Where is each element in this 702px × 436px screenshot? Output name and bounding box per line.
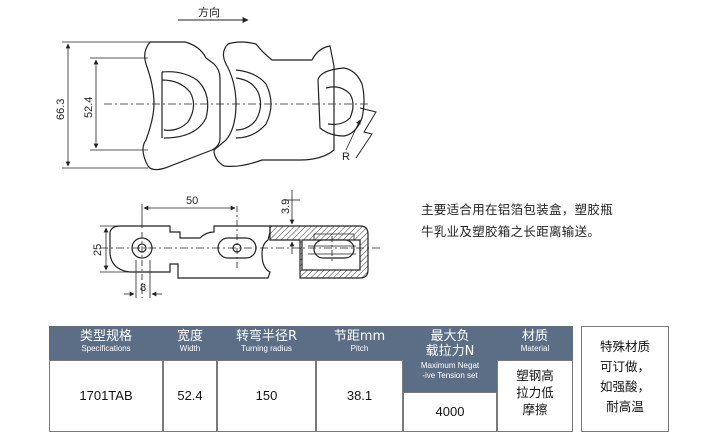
header-material: 材质 Material (497, 326, 574, 360)
header-material-en: Material (520, 344, 550, 353)
header-load-en-1: Maximum Negat (420, 361, 480, 370)
cell-spec: 1701TAB (49, 360, 163, 432)
header-load-zh-2: 载拉力N (425, 344, 475, 359)
dim-r: R (342, 151, 350, 163)
dim-8: 8 (140, 282, 146, 294)
special-line-4: 耐高温 (606, 399, 644, 414)
header-spec-zh: 类型规格 (79, 329, 132, 344)
cell-load: 4000 (403, 392, 497, 432)
header-width-zh: 宽度 (176, 329, 203, 344)
special-line-1: 特殊材质 (599, 339, 650, 354)
cell-pitch: 38.1 (316, 360, 403, 432)
direction-label: 方向 (198, 5, 220, 19)
header-spec-en: Specifications (81, 344, 131, 353)
header-turning: 转弯半径R Turning radius (217, 326, 317, 360)
dim-3-9: 3.9 (280, 199, 292, 214)
material-line-2: 拉力低 (516, 385, 554, 400)
header-load: 最大负 载拉力N Maximum Negat -ive Tension set (403, 326, 498, 392)
cell-width: 52.4 (163, 360, 217, 432)
dim-52-4: 52.4 (83, 97, 95, 118)
cell-turning: 150 (217, 360, 316, 432)
header-turning-zh: 转弯半径R (235, 329, 298, 344)
header-pitch: 节距mm Pitch (316, 326, 404, 360)
dim-25: 25 (92, 244, 104, 256)
description: 主要适合用在铝箔包装盒，塑胶瓶 牛乳业及塑胶箱之长距离输送。 (421, 199, 671, 243)
header-spec: 类型规格 Specifications (49, 326, 164, 360)
header-material-zh: 材质 (521, 329, 548, 344)
material-line-1: 塑钢高 (516, 368, 554, 383)
dim-66-3: 66.3 (55, 99, 67, 120)
special-line-3: 如强酸， (599, 379, 650, 394)
special-note: 特殊材质 可订做， 如强酸， 耐高温 (581, 326, 669, 432)
header-width-en: Width (179, 344, 201, 353)
header-width: 宽度 Width (163, 326, 218, 360)
description-line-1: 主要适合用在铝箔包装盒，塑胶瓶 (421, 202, 614, 217)
description-line-2: 牛乳业及塑胶箱之长距离输送。 (421, 224, 601, 239)
special-line-2: 可订做， (599, 359, 650, 374)
cell-material: 塑钢高 拉力低 摩擦 (497, 360, 573, 432)
material-line-3: 摩擦 (522, 402, 548, 417)
dim-50: 50 (186, 195, 198, 207)
header-load-en-2: -ive Tension set (422, 371, 478, 380)
header-pitch-zh: 节距mm (333, 329, 386, 344)
header-load-zh-1: 最大负 (430, 329, 470, 344)
header-turning-en: Turning radius (241, 344, 292, 353)
header-pitch-en: Pitch (350, 344, 369, 353)
